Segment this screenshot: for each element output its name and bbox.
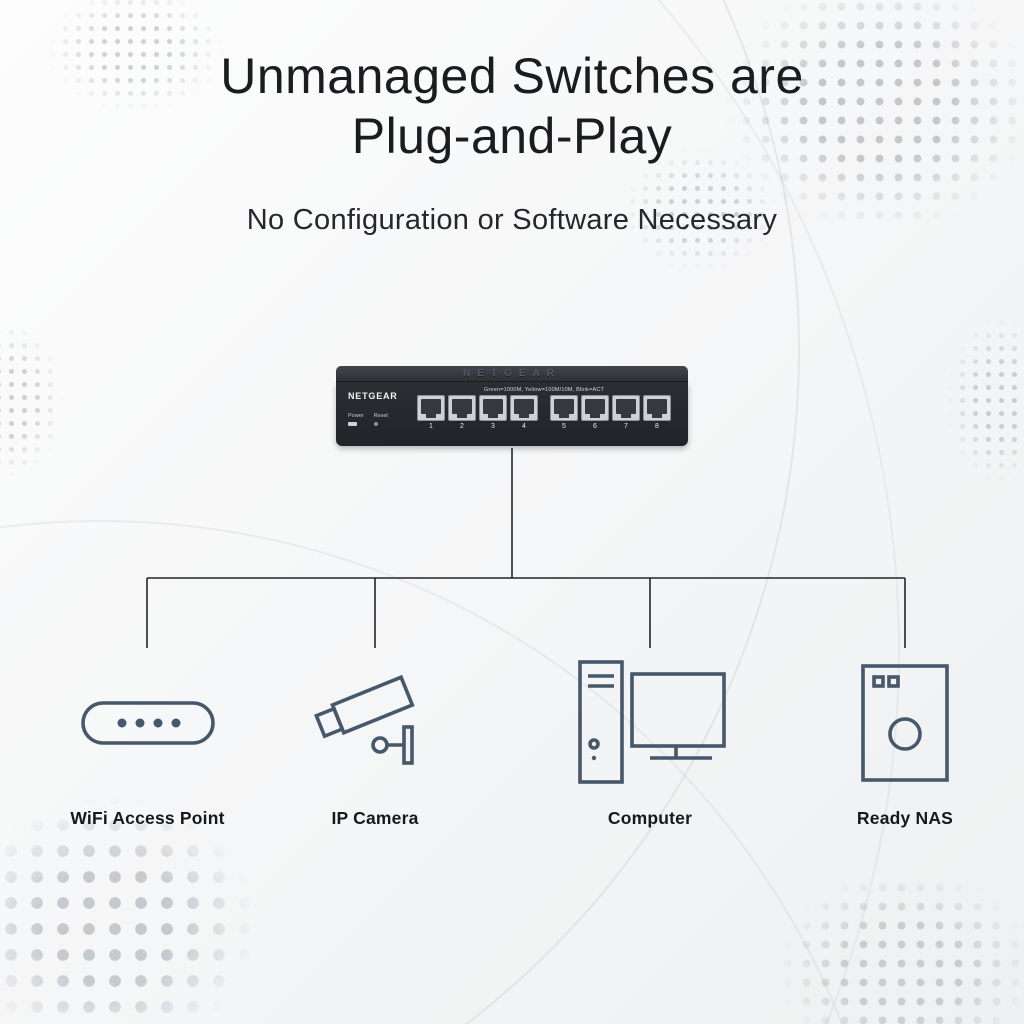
rj45-port-icon — [550, 395, 578, 421]
reset-button-icon — [373, 422, 378, 426]
reset-control: Reset — [373, 413, 388, 426]
rj45-port-icon — [581, 395, 609, 421]
ip-camera-icon — [310, 648, 440, 798]
port-row: 1 2 3 4 5 6 7 8 — [410, 395, 678, 430]
port-group-divider — [541, 395, 547, 430]
port-number: 8 — [655, 423, 659, 430]
led-legend: Green=1000M, Yellow=100M/10M, Blink=ACT — [483, 387, 605, 393]
power-indicator: Power — [348, 413, 364, 426]
ethernet-port: 7 — [612, 395, 640, 430]
halftone-dots-bottom-right — [740, 840, 1024, 1024]
rj45-port-icon — [643, 395, 671, 421]
device-computer: Computer — [558, 648, 742, 829]
ethernet-port: 2 — [448, 395, 476, 430]
device-label: IP Camera — [331, 808, 419, 828]
rj45-port-icon — [479, 395, 507, 421]
computer-icon — [570, 648, 730, 798]
switch-top-face: NETGEAR — [336, 366, 688, 382]
switch-ports-area: Green=1000M, Yellow=100M/10M, Blink=ACT … — [410, 386, 678, 442]
port-number: 2 — [460, 423, 464, 430]
rj45-port-icon — [612, 395, 640, 421]
reset-label: Reset — [373, 413, 388, 419]
switch-controls: Power Reset — [348, 413, 410, 426]
switch-front-panel: NETGEAR Power Reset Green=1000M, Yellow=… — [336, 382, 688, 446]
ethernet-port: 6 — [581, 395, 609, 430]
title-line-1: Unmanaged Switches are — [220, 48, 804, 104]
rj45-port-icon — [448, 395, 476, 421]
network-switch: NETGEAR NETGEAR Power Reset Green=1000M,… — [336, 366, 688, 446]
port-group-2: 5 6 7 8 — [550, 395, 671, 430]
ethernet-port: 8 — [643, 395, 671, 430]
device-ip-camera: IP Camera — [293, 648, 457, 829]
device-ready-nas: Ready NAS — [818, 648, 992, 829]
ethernet-port: 3 — [479, 395, 507, 430]
port-number: 6 — [593, 423, 597, 430]
port-group-1: 1 2 3 4 — [417, 395, 538, 430]
port-number: 4 — [522, 423, 526, 430]
ready-nas-icon — [855, 648, 955, 798]
device-label: WiFi Access Point — [70, 808, 225, 828]
ethernet-port: 5 — [550, 395, 578, 430]
port-number: 5 — [562, 423, 566, 430]
switch-brand-area: NETGEAR Power Reset — [348, 386, 410, 442]
port-number: 3 — [491, 423, 495, 430]
ethernet-port: 4 — [510, 395, 538, 430]
halftone-dots-right-edge — [930, 290, 1024, 510]
power-led-icon — [348, 422, 357, 426]
wifi-access-point-icon — [78, 648, 218, 798]
power-label: Power — [348, 413, 364, 419]
port-number: 7 — [624, 423, 628, 430]
rj45-port-icon — [510, 395, 538, 421]
device-label: Ready NAS — [856, 808, 954, 828]
device-wifi-access-point: WiFi Access Point — [65, 648, 230, 829]
title-line-2: Plug-and-Play — [351, 108, 673, 164]
device-label: Computer — [607, 808, 693, 828]
page-subtitle: No Configuration or Software Necessary — [246, 204, 778, 236]
rj45-port-icon — [417, 395, 445, 421]
halftone-dots-left-edge — [0, 300, 80, 500]
ethernet-port: 1 — [417, 395, 445, 430]
page-title: Unmanaged Switches are Plug-and-Play — [0, 46, 1024, 166]
header: Unmanaged Switches are Plug-and-Play No … — [0, 46, 1024, 237]
switch-brand-label: NETGEAR — [348, 391, 398, 401]
port-number: 1 — [429, 423, 433, 430]
